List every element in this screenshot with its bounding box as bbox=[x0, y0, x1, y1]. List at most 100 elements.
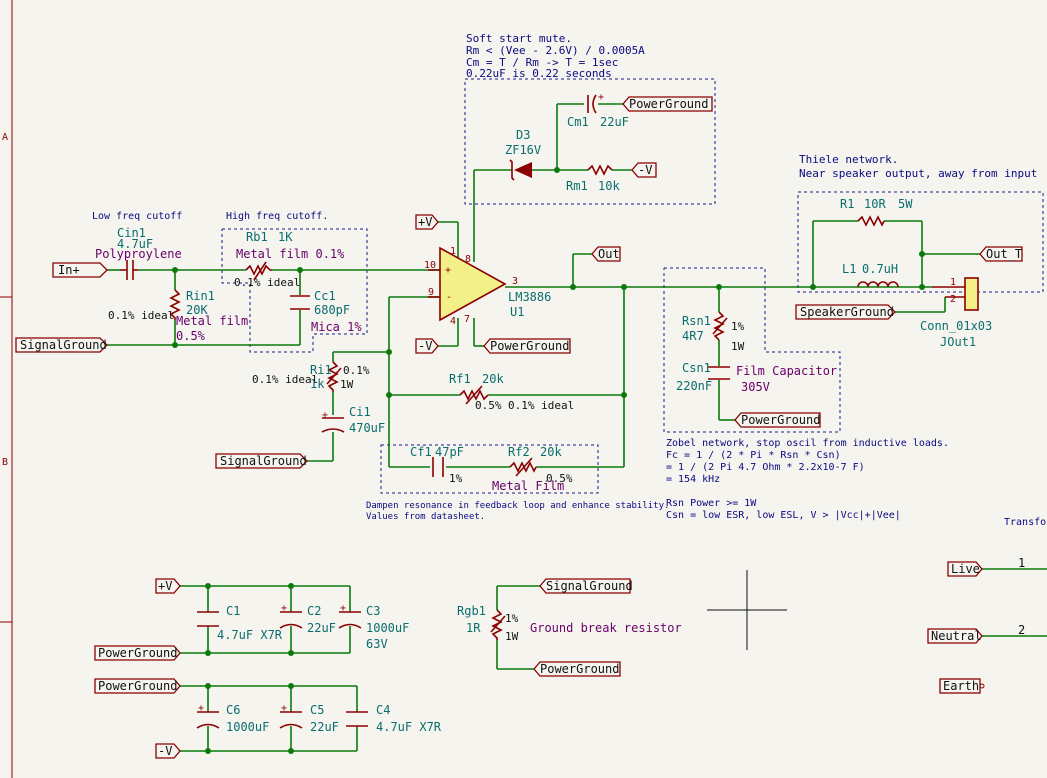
u1-value: LM3886 bbox=[508, 290, 551, 304]
cf1-ref: Cf1 bbox=[410, 445, 432, 459]
svg-text:0.22uF is 0.22 seconds: 0.22uF is 0.22 seconds bbox=[466, 67, 612, 80]
rm1-ref: Rm1 bbox=[566, 179, 588, 193]
capacitor-c6[interactable]: + bbox=[196, 703, 220, 729]
ri1-tol: 0.1% bbox=[343, 364, 370, 377]
svg-text:Out: Out bbox=[598, 247, 620, 261]
net-label-plus-v-1[interactable]: +V bbox=[415, 214, 439, 230]
capacitor-cf1[interactable] bbox=[432, 457, 444, 477]
c2-polarity: + bbox=[281, 603, 287, 614]
pin-7: 7 bbox=[464, 314, 470, 325]
resistor-rf2[interactable] bbox=[509, 457, 537, 477]
svg-text:Cm = T / Rm -> T = 1sec: Cm = T / Rm -> T = 1sec bbox=[466, 56, 618, 69]
svg-text:= 1 / (2 Pi 4.7 Ohm * 2.2x10-7: = 1 / (2 Pi 4.7 Ohm * 2.2x10-7 F) bbox=[666, 462, 865, 473]
net-label-minus-v-2[interactable]: -V bbox=[631, 162, 657, 178]
net-label-power-ground-4[interactable]: PowerGround bbox=[94, 645, 181, 661]
cin1-value: 4.7uF bbox=[117, 237, 153, 251]
row-label-a: A bbox=[2, 132, 8, 143]
rsn1-value: 4R7 bbox=[682, 329, 704, 343]
net-label-minus-v-3[interactable]: -V bbox=[155, 743, 181, 759]
c3-volt: 63V bbox=[366, 637, 388, 651]
svg-text:Earth: Earth bbox=[943, 679, 979, 693]
net-label-speaker-ground[interactable]: SpeakerGround bbox=[795, 304, 896, 320]
resistor-rm1[interactable] bbox=[587, 164, 613, 176]
opamp-u1[interactable]: + - 10 9 3 1 8 4 7 LM3886 U1 bbox=[424, 246, 551, 327]
rin1-ref: Rin1 bbox=[186, 289, 215, 303]
resistor-rsn1[interactable] bbox=[712, 311, 728, 341]
pin-3: 3 bbox=[512, 276, 518, 287]
svg-text:+V: +V bbox=[418, 215, 432, 229]
svg-text:Zobel network, stop oscil from: Zobel network, stop oscil from inductive… bbox=[666, 438, 949, 449]
resistor-r1[interactable] bbox=[857, 215, 885, 227]
net-label-power-ground-1[interactable]: PowerGround bbox=[483, 338, 571, 354]
capacitor-c1[interactable] bbox=[197, 611, 219, 627]
rgb1-tol: 1% bbox=[505, 612, 519, 625]
net-label-power-ground-2[interactable]: PowerGround bbox=[622, 96, 713, 112]
connector-jout1[interactable]: 1 2 bbox=[932, 277, 979, 311]
cc1-value: 680pF bbox=[314, 303, 350, 317]
cc1-note: Mica 1% bbox=[311, 320, 362, 334]
net-label-signal-ground-3[interactable]: SignalGround bbox=[539, 578, 633, 594]
ci1-value: 470uF bbox=[349, 421, 385, 435]
cf1-tol: 1% bbox=[449, 472, 463, 485]
rin1-value: 20K bbox=[186, 303, 208, 317]
net-label-out-t[interactable]: Out_T bbox=[979, 246, 1023, 262]
net-label-signal-ground-2[interactable]: SignalGround bbox=[215, 453, 308, 469]
svg-text:SignalGround: SignalGround bbox=[20, 338, 107, 352]
rf2-tol: 0.5% bbox=[546, 472, 573, 485]
rf1-value: 20k bbox=[482, 372, 504, 386]
rgb1-ref: Rgb1 bbox=[457, 604, 486, 618]
u1-ref: U1 bbox=[510, 305, 524, 319]
net-label-out[interactable]: Out bbox=[591, 246, 621, 262]
svg-text:SignalGround: SignalGround bbox=[220, 454, 307, 468]
svg-text:Dampen resonance in feedback l: Dampen resonance in feedback loop and en… bbox=[366, 501, 669, 511]
c4-value: 4.7uF X7R bbox=[376, 720, 442, 734]
capacitor-c5[interactable]: + bbox=[279, 703, 303, 729]
net-label-neutral[interactable]: Neutral bbox=[927, 628, 983, 644]
capacitor-c3[interactable]: + bbox=[338, 603, 362, 629]
c3-ref: C3 bbox=[366, 604, 380, 618]
capacitor-cm1[interactable]: + bbox=[587, 92, 604, 114]
jout1-pin-1: 1 bbox=[950, 277, 956, 288]
soft-start-note: Soft start mute. Rm < (Vee - 2.6V) / 0.0… bbox=[466, 32, 645, 80]
c1-ref: C1 bbox=[226, 604, 240, 618]
zobel-note: Zobel network, stop oscil from inductive… bbox=[666, 438, 949, 485]
capacitor-c4[interactable] bbox=[346, 711, 368, 727]
l1-value: 0.7uH bbox=[862, 262, 898, 276]
rf1-tol: 0.5% bbox=[475, 399, 502, 412]
net-label-signal-ground-1[interactable]: SignalGround bbox=[15, 337, 108, 353]
capacitor-csn1[interactable] bbox=[708, 366, 730, 380]
resistor-rgb1[interactable] bbox=[490, 609, 506, 640]
net-label-in-plus[interactable]: In+ bbox=[52, 262, 108, 278]
pin-8: 8 bbox=[465, 254, 471, 265]
ri1-power: 1W bbox=[340, 378, 354, 391]
svg-text:Soft start mute.: Soft start mute. bbox=[466, 32, 572, 45]
rb1-value: 1K bbox=[278, 230, 293, 244]
net-label-power-ground-3[interactable]: PowerGround bbox=[734, 412, 821, 428]
capacitor-ci1[interactable]: + bbox=[321, 410, 345, 433]
inductor-l1[interactable] bbox=[857, 281, 899, 288]
thiele-note: Thiele network. Near speaker output, awa… bbox=[799, 153, 1037, 180]
net-label-power-ground-5[interactable]: PowerGround bbox=[94, 678, 181, 694]
net-label-earth[interactable]: Earth bbox=[939, 678, 985, 694]
resistor-ri1[interactable] bbox=[326, 361, 342, 392]
net-label-live[interactable]: Live bbox=[947, 561, 983, 577]
r1-power: 5W bbox=[898, 197, 913, 211]
svg-text:In+: In+ bbox=[58, 263, 80, 277]
capacitor-cin1[interactable] bbox=[120, 260, 138, 280]
net-label-power-ground-6[interactable]: PowerGround bbox=[533, 661, 621, 677]
c6-polarity: + bbox=[198, 703, 204, 714]
resistor-rf1[interactable] bbox=[459, 385, 489, 405]
net-label-plus-v-2[interactable]: +V bbox=[155, 578, 181, 594]
crosshair-cursor bbox=[707, 570, 787, 650]
csn1-ref: Csn1 bbox=[682, 361, 711, 375]
pin-10: 10 bbox=[424, 260, 436, 271]
resistor-rin1[interactable] bbox=[169, 289, 181, 320]
net-label-minus-v-1[interactable]: -V bbox=[415, 338, 439, 354]
ri1-ideal: 0.1% ideal bbox=[252, 373, 318, 386]
zener-diode-d3[interactable] bbox=[509, 159, 532, 181]
resistor-rb1[interactable] bbox=[245, 261, 272, 281]
capacitor-cc1[interactable] bbox=[290, 295, 310, 310]
minus-sign: - bbox=[446, 292, 452, 303]
jout1-value: Conn_01x03 bbox=[920, 319, 992, 333]
capacitor-c2[interactable]: + bbox=[279, 603, 303, 629]
